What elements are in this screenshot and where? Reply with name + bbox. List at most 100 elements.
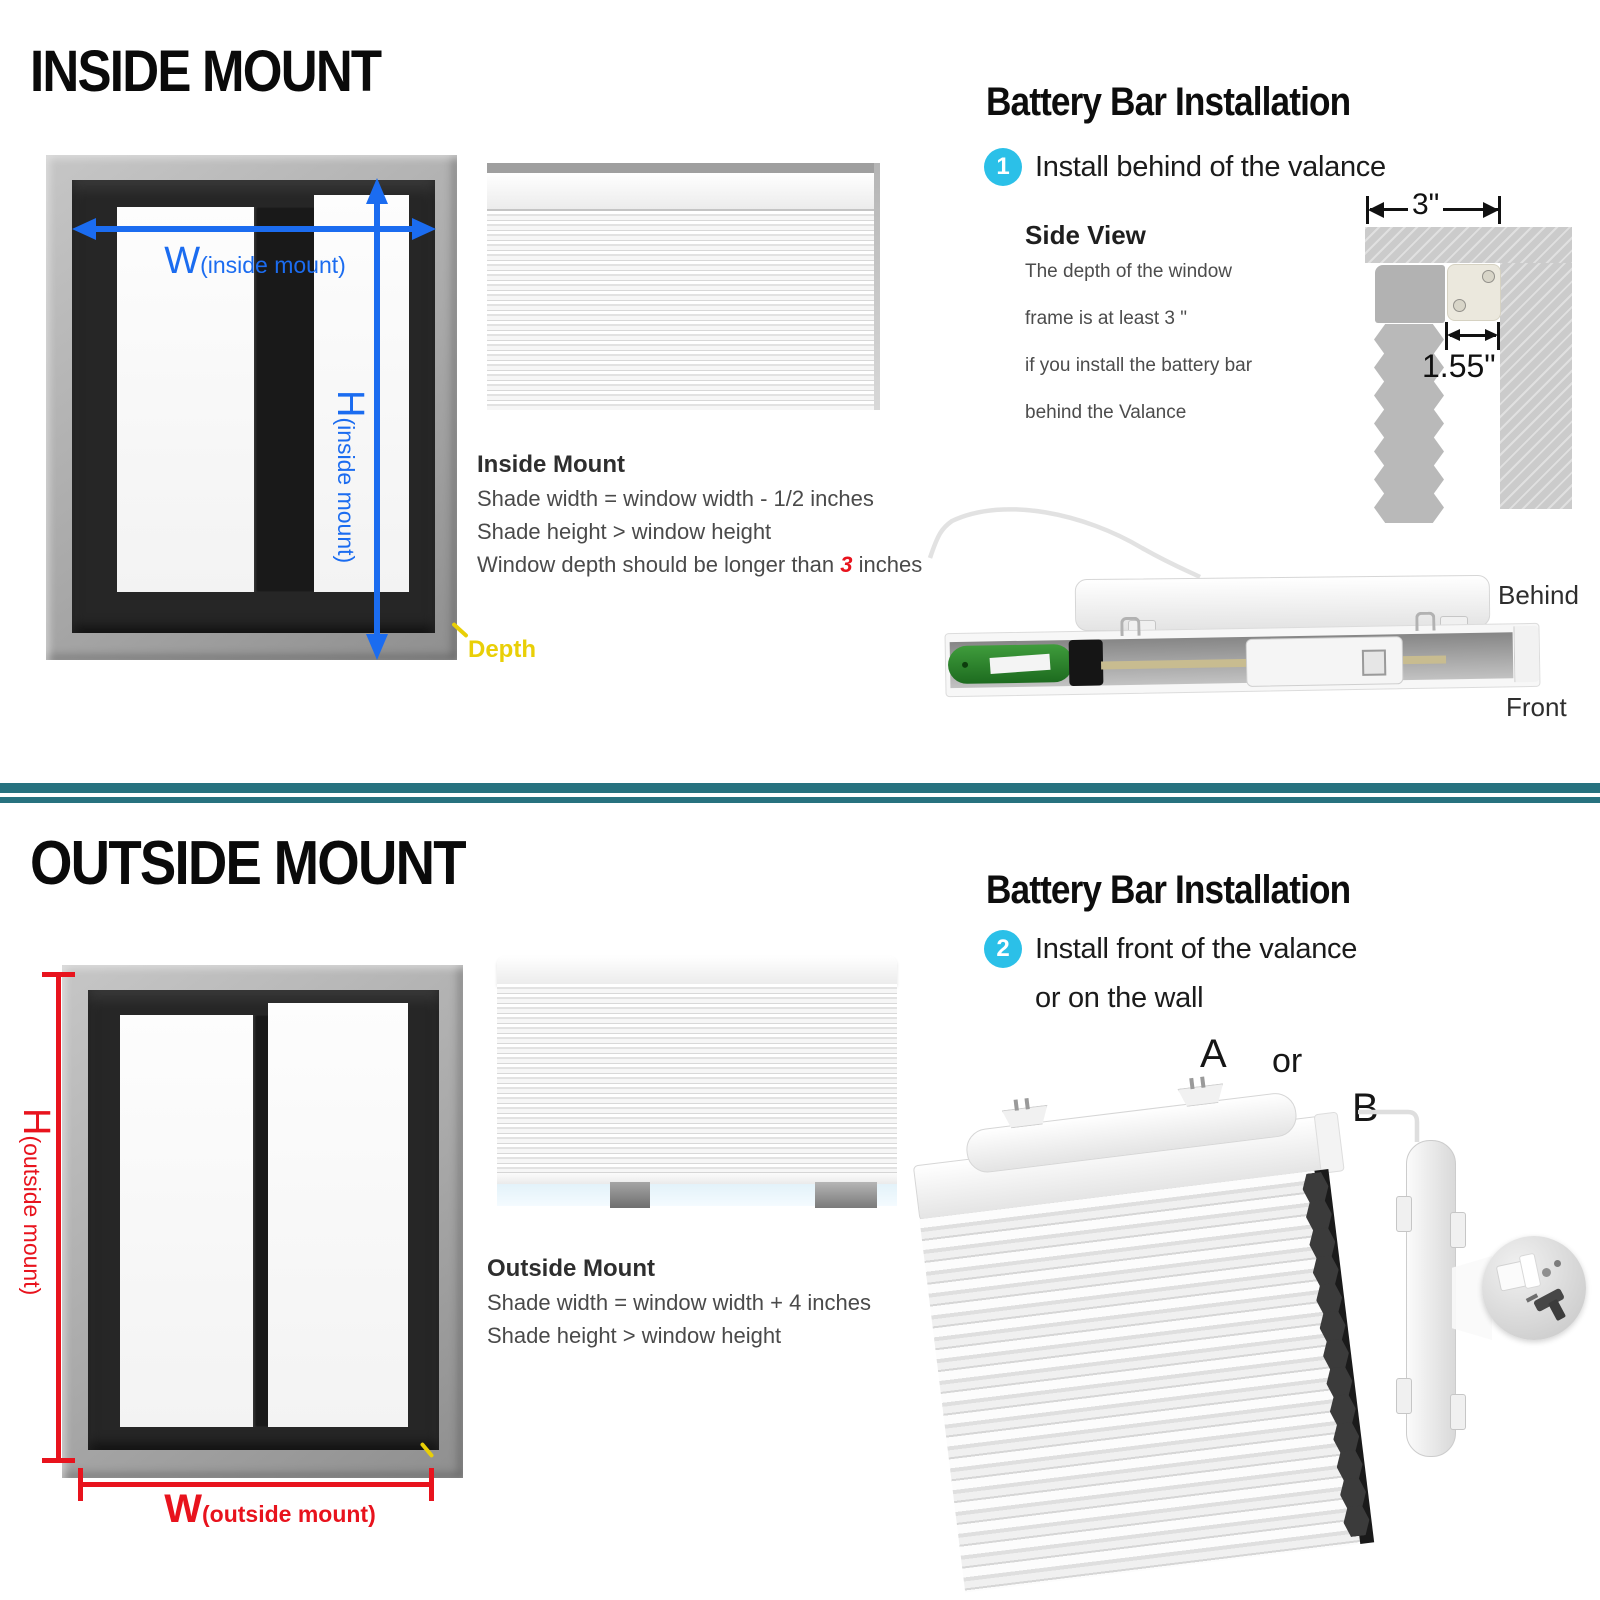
shade-cell bbox=[1374, 436, 1444, 467]
bracket-pin bbox=[1200, 1076, 1206, 1088]
shade-cell bbox=[1374, 464, 1444, 495]
window-pane-left bbox=[117, 207, 254, 592]
mounting-clip-icon bbox=[1415, 611, 1436, 631]
frame-depth-dim: 3" bbox=[1408, 188, 1444, 222]
height-dim-line bbox=[56, 976, 61, 1462]
battery-holder-slot bbox=[1361, 649, 1387, 676]
height-label-sub: (outside mount) bbox=[19, 1135, 45, 1296]
width-label-sub: (outside mount) bbox=[202, 1501, 376, 1527]
outside-specs-heading: Outside Mount bbox=[487, 1255, 655, 1282]
height-label-sub: (inside mount) bbox=[333, 417, 359, 564]
step-1-badge: 1 bbox=[984, 148, 1022, 186]
battery-holder bbox=[1245, 636, 1404, 687]
inside-mount-title: INSIDE MOUNT bbox=[30, 39, 382, 104]
arrow-up-icon bbox=[366, 178, 388, 204]
shade-right-edge bbox=[874, 163, 880, 410]
step-2-text-line2: or on the wall bbox=[1035, 982, 1204, 1014]
shade-cell bbox=[1374, 380, 1444, 411]
side-view-title: Side View bbox=[1025, 220, 1146, 250]
spec-line3-post: inches bbox=[852, 552, 923, 577]
window-center-stile bbox=[254, 207, 314, 592]
dim-cap bbox=[42, 972, 75, 977]
divider-bar-thin bbox=[0, 797, 1600, 803]
dim-cap bbox=[42, 1458, 75, 1463]
side-view-line: behind the Valance bbox=[1025, 402, 1187, 423]
valance-side-view bbox=[1375, 265, 1445, 323]
bracket-pin bbox=[1024, 1098, 1030, 1110]
shade-fabric bbox=[497, 984, 897, 1172]
width-label-sub: (inside mount) bbox=[200, 252, 346, 278]
outside-specs: Outside Mount Shade width = window width… bbox=[487, 1252, 871, 1352]
screw-icon bbox=[1482, 270, 1495, 283]
shade-cell bbox=[1374, 352, 1444, 383]
front-label: Front bbox=[1506, 692, 1567, 722]
inside-shade-image bbox=[487, 163, 880, 410]
window-frame-top-hatch bbox=[1365, 227, 1572, 263]
outside-spec-line1: Shade width = window width + 4 inches bbox=[487, 1290, 872, 1315]
shade-fabric-front bbox=[919, 1170, 1367, 1593]
shade-valance bbox=[497, 956, 897, 985]
dim-cap bbox=[429, 1468, 434, 1501]
arrow-left-icon bbox=[1368, 202, 1384, 218]
arrow-left-icon bbox=[72, 218, 96, 240]
arrow-right-icon bbox=[1483, 202, 1499, 218]
inside-spec-line3: Window depth should be longer than 3 inc… bbox=[477, 548, 922, 581]
mounting-bracket bbox=[815, 1182, 877, 1208]
dim-tick bbox=[1366, 196, 1369, 224]
window-pane-left bbox=[120, 1015, 253, 1427]
shade-valance bbox=[487, 173, 880, 211]
spec-line3-pre: Window depth should be longer than bbox=[477, 552, 841, 577]
inside-specs: Inside Mount Shade width = window width … bbox=[477, 448, 922, 581]
inside-specs-heading: Inside Mount bbox=[477, 451, 625, 478]
divider-bar-thick bbox=[0, 783, 1600, 793]
dim-line bbox=[1450, 334, 1496, 337]
behind-label: Behind bbox=[1498, 580, 1579, 610]
side-view-line: if you install the battery bar bbox=[1025, 355, 1253, 376]
shade-fabric bbox=[487, 211, 880, 410]
side-view-line: The depth of the window bbox=[1025, 261, 1233, 282]
step-1-row: 1 Install behind of the valance bbox=[984, 148, 1386, 186]
depth-label: Depth bbox=[468, 636, 536, 663]
step-2-badge: 2 bbox=[984, 930, 1022, 968]
step-2-text-line1: Install front of the valance bbox=[1035, 932, 1358, 965]
bracket-pin bbox=[1189, 1077, 1195, 1090]
tilted-shade-group bbox=[908, 1074, 1392, 1593]
mounting-clip-icon bbox=[1120, 616, 1141, 637]
height-label-main: H bbox=[329, 390, 371, 418]
headrail-endcap bbox=[1513, 625, 1540, 683]
arrow-right-icon bbox=[412, 218, 436, 240]
outside-window-illustration bbox=[62, 965, 463, 1478]
wall-bar-clip bbox=[1450, 1212, 1466, 1248]
window-pane-right bbox=[314, 195, 409, 592]
dim-tick bbox=[1498, 196, 1501, 224]
height-arrow-line bbox=[374, 200, 380, 636]
screw-icon bbox=[1554, 1260, 1561, 1267]
shade-cell bbox=[1374, 408, 1444, 439]
wall-bar-clip bbox=[1396, 1196, 1412, 1232]
width-label-main: W bbox=[164, 240, 201, 282]
arrow-right-icon bbox=[1485, 329, 1498, 341]
battery-title-1: Battery Bar Installation bbox=[986, 80, 1351, 124]
motor-tube bbox=[947, 643, 1074, 685]
option-b-label: B bbox=[1352, 1086, 1379, 1130]
shade-bottom-glow bbox=[497, 1184, 897, 1206]
inside-width-label: W(inside mount) bbox=[130, 240, 380, 283]
arrow-down-icon bbox=[366, 634, 388, 660]
motor-label bbox=[989, 653, 1051, 674]
shade-cell bbox=[1374, 324, 1444, 355]
width-arrow-line bbox=[94, 226, 414, 232]
arrow-left-icon bbox=[1447, 329, 1460, 341]
window-pane-right bbox=[268, 1003, 408, 1427]
battery-title-2: Battery Bar Installation bbox=[986, 868, 1351, 912]
battery-bar-wall bbox=[1406, 1140, 1456, 1457]
inside-height-label: H(inside mount) bbox=[328, 390, 371, 563]
dim-cap bbox=[78, 1468, 83, 1501]
outside-spec-line2: Shade height > window height bbox=[487, 1323, 782, 1348]
shade-top-edge bbox=[487, 163, 880, 173]
outside-height-label: H(outside mount) bbox=[14, 1108, 57, 1295]
outside-width-label: W(outside mount) bbox=[130, 1487, 410, 1532]
screw-icon bbox=[1542, 1268, 1551, 1277]
width-dim-line bbox=[80, 1482, 432, 1487]
window-frame-side-hatch bbox=[1500, 263, 1572, 509]
